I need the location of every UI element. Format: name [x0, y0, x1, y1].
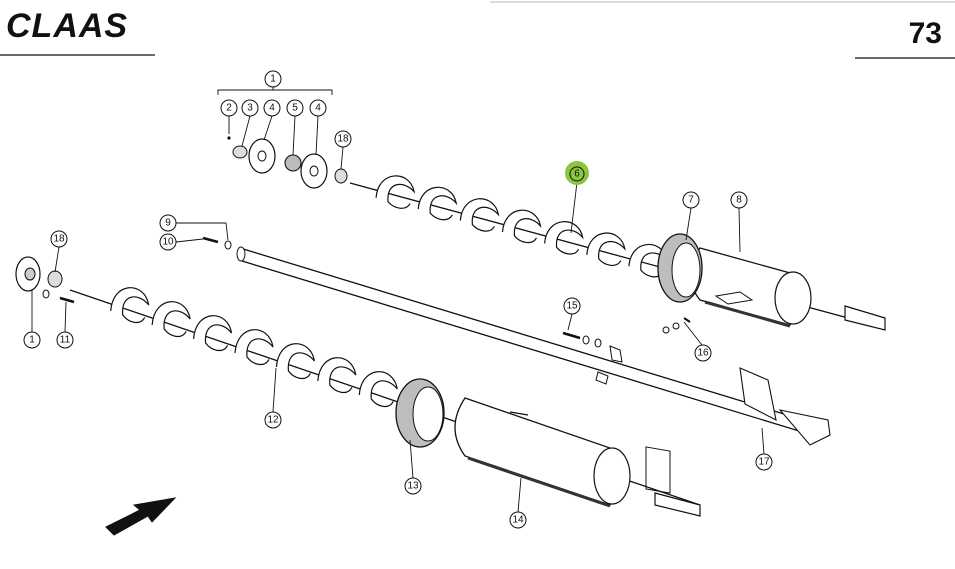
svg-text:18: 18	[337, 134, 349, 145]
upper-auger-flights	[375, 175, 668, 278]
direction-arrow-icon	[105, 497, 177, 536]
lower-auger-flights	[110, 287, 398, 408]
upper-auger-flight	[459, 198, 500, 232]
callout-6: 6	[565, 161, 589, 185]
upper-wear-band	[657, 233, 703, 303]
upper-auger-flight	[628, 243, 668, 278]
svg-text:4: 4	[269, 103, 275, 114]
callout-leaders	[31, 86, 765, 513]
upper-auger	[349, 175, 886, 331]
svg-text:3: 3	[247, 103, 253, 114]
svg-text:2: 2	[226, 103, 232, 114]
svg-text:10: 10	[162, 237, 174, 248]
callouts: 1 2 3 4 5 4 18 6 7 8 9 10 18 1 11 15 16 …	[23, 70, 773, 529]
washer-9	[224, 240, 232, 250]
tube-end-plate	[778, 409, 831, 446]
callout-14: 14	[509, 511, 527, 529]
callout-16: 16	[694, 344, 712, 362]
tube-assembly	[236, 246, 831, 494]
svg-text:16: 16	[697, 348, 709, 359]
svg-text:1: 1	[29, 335, 35, 346]
lower-auger	[69, 287, 701, 517]
callout-2: 2	[220, 99, 238, 117]
callout-15: 15	[563, 297, 581, 315]
brand-logo: CLAAS	[6, 7, 128, 45]
svg-text:6: 6	[574, 169, 580, 180]
svg-text:7: 7	[688, 195, 694, 206]
svg-text:9: 9	[165, 218, 171, 229]
callout-1-left: 1	[23, 331, 41, 349]
callout-9: 9	[159, 214, 177, 232]
hardware	[42, 236, 691, 348]
lower-auger-flight	[151, 301, 191, 338]
svg-text:8: 8	[736, 195, 742, 206]
callout-3: 3	[241, 99, 259, 117]
upper-sleeve	[689, 247, 812, 328]
nut-16	[662, 326, 670, 334]
grease-nipple	[227, 136, 231, 140]
upper-auger-flight	[375, 175, 416, 209]
upper-auger-flight	[417, 186, 458, 221]
svg-text:12: 12	[267, 415, 279, 426]
lower-sleeve	[454, 397, 631, 508]
callout-18-left: 18	[50, 230, 68, 248]
bolt-11	[59, 296, 75, 304]
lower-auger-flight	[275, 343, 316, 380]
locking-collar-top	[334, 168, 348, 184]
svg-text:4: 4	[315, 103, 321, 114]
bearing	[284, 154, 302, 172]
lower-auger-flight	[317, 357, 357, 394]
svg-text:11: 11	[60, 335, 71, 346]
tube-bracket	[739, 367, 777, 422]
callout-4-b: 4	[309, 99, 327, 117]
svg-text:18: 18	[53, 234, 65, 245]
svg-text:14: 14	[512, 515, 524, 526]
callout-8: 8	[730, 191, 748, 209]
svg-text:1: 1	[270, 74, 276, 85]
upper-bearing-group	[227, 136, 348, 189]
svg-text:17: 17	[758, 457, 770, 468]
lower-shaft-end	[654, 492, 701, 517]
callout-1-top: 1	[264, 70, 282, 88]
upper-auger-flight	[586, 232, 626, 266]
lower-auger-flight	[110, 287, 150, 324]
lower-auger-flight	[358, 371, 398, 408]
lower-auger-flight	[234, 329, 274, 366]
callout-7: 7	[682, 191, 700, 209]
callout-10: 10	[159, 233, 177, 251]
page-number: 73	[909, 17, 942, 50]
bolt-10	[202, 236, 219, 244]
bearing-insert	[232, 145, 248, 159]
callout-13: 13	[404, 477, 422, 495]
upper-auger-flight	[544, 221, 584, 255]
cover-plate	[645, 446, 671, 494]
svg-text:5: 5	[292, 103, 298, 114]
lower-auger-flight	[192, 315, 233, 352]
callout-11: 11	[56, 331, 74, 349]
bolt-15	[562, 331, 581, 340]
upper-auger-flight	[501, 209, 542, 244]
callout-12: 12	[264, 411, 282, 429]
small-bracket	[609, 345, 623, 363]
locking-collar-left	[47, 270, 63, 288]
upper-shaft-end	[844, 305, 886, 331]
lower-wear-band	[395, 378, 445, 448]
svg-text:13: 13	[407, 481, 419, 492]
lower-bearing-group	[15, 256, 63, 292]
callout-18-top: 18	[334, 130, 352, 148]
callout-5: 5	[286, 99, 304, 117]
callout-17: 17	[755, 453, 773, 471]
callout-4-a: 4	[263, 99, 281, 117]
svg-text:15: 15	[566, 301, 578, 312]
